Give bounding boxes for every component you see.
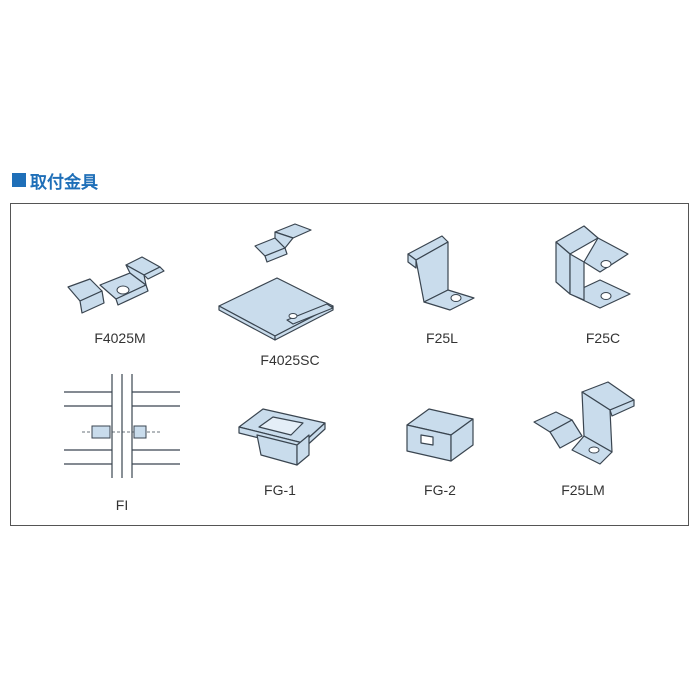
fi-bolt-diagram-icon [62,372,182,480]
part-label-fi: FI [115,497,129,513]
f25l-bracket-icon [402,230,482,315]
part-label-f25l: F25L [426,330,458,346]
part-label-fg1: FG-1 [264,482,296,498]
part-label-f25c: F25C [585,330,621,346]
part-label-fg2: FG-2 [424,482,456,498]
part-label-f25lm: F25LM [561,482,605,498]
fg2-cap-icon [403,405,478,465]
f4025m-bracket-icon [60,245,170,320]
section-heading: 取付金具 [12,168,98,193]
part-label-f4025sc: F4025SC [260,352,320,368]
fg1-cap-icon [237,405,327,475]
f4025sc-clip-plate-icon [215,218,340,343]
parts-frame [10,203,689,526]
heading-square-icon [12,173,26,187]
section-title: 取付金具 [30,172,98,193]
f25lm-bracket-icon [530,380,640,470]
f25c-bracket-icon [548,220,638,320]
part-label-f4025m: F4025M [94,330,146,346]
